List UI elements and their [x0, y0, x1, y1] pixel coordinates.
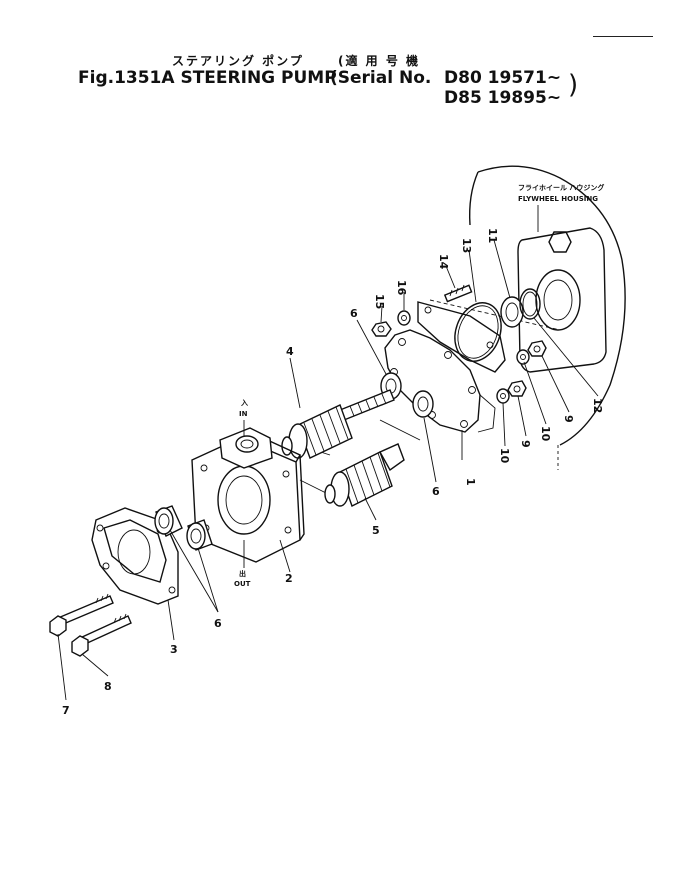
- part-16-washer: [397, 310, 411, 326]
- flywheel-housing: [468, 165, 626, 470]
- part-7-bolt: [49, 593, 114, 637]
- leader-lines: [57, 239, 599, 701]
- part-13-o-ring: [454, 302, 502, 362]
- out-port-label: OUT: [234, 580, 251, 588]
- flywheel-housing-label-jp: フライホイール ハウジング: [518, 183, 604, 192]
- part-4-drive-gear: [281, 389, 395, 459]
- part-6-bushings-lower: [154, 505, 213, 551]
- title-japanese: ステアリング ポンプ: [172, 54, 304, 68]
- part-8-bolt: [71, 613, 132, 657]
- callout-4: 4: [286, 345, 294, 358]
- serial-close-paren: ): [568, 70, 579, 100]
- part-14-stud: [443, 284, 473, 303]
- callout-11: 11: [486, 228, 499, 243]
- part-6-bushings-upper: [380, 372, 434, 418]
- serial-d80: D80 19571~: [444, 68, 562, 88]
- callout-2: 2: [285, 572, 293, 585]
- callout-6-middle: 6: [432, 485, 440, 498]
- out-port-label-jp: 出: [239, 569, 246, 578]
- callout-14: 14: [437, 254, 450, 270]
- part-12-snap-ring: [519, 288, 541, 320]
- callout-8: 8: [104, 680, 112, 693]
- flywheel-housing-label: FLYWHEEL HOUSING: [518, 195, 598, 203]
- serial-d85: D85 19895~: [444, 88, 562, 108]
- callout-10-right: 10: [539, 426, 552, 442]
- part-11-oil-seal: [500, 296, 524, 328]
- part-10-washer-upper: [516, 349, 530, 365]
- figure-title: Fig.1351A STEERING PUMP: [78, 68, 337, 88]
- callout-16: 16: [395, 280, 408, 296]
- callout-6-upper: 6: [350, 307, 358, 320]
- part-5-driven-gear: [324, 443, 405, 507]
- part-15-nut: [371, 321, 392, 337]
- in-port-label: IN: [239, 410, 248, 418]
- part-3-rear-cover: [91, 507, 179, 605]
- part-2-pump-body: [191, 420, 305, 568]
- callout-1: 1: [464, 478, 477, 486]
- callout-3: 3: [170, 643, 178, 656]
- part-1-flange: [384, 301, 506, 460]
- part-9-nut-lower: [507, 380, 527, 397]
- in-port-label-jp: 入: [240, 399, 248, 407]
- callout-9-left: 9: [519, 440, 532, 448]
- callout-5: 5: [372, 524, 380, 537]
- callout-7: 7: [62, 704, 70, 717]
- part-9-nut-upper: [527, 340, 547, 357]
- callout-6-lower: 6: [214, 617, 222, 630]
- serial-japanese: (適 用 号 機: [338, 54, 421, 68]
- callout-15: 15: [373, 294, 386, 309]
- corner-rule: [593, 36, 653, 37]
- callout-13: 13: [460, 238, 473, 253]
- callout-12: 12: [591, 398, 604, 413]
- callout-9-right: 9: [562, 415, 575, 423]
- part-10-washer-lower: [496, 388, 510, 404]
- serial-prefix: (Serial No.: [330, 68, 432, 88]
- callout-10-left: 10: [498, 448, 511, 464]
